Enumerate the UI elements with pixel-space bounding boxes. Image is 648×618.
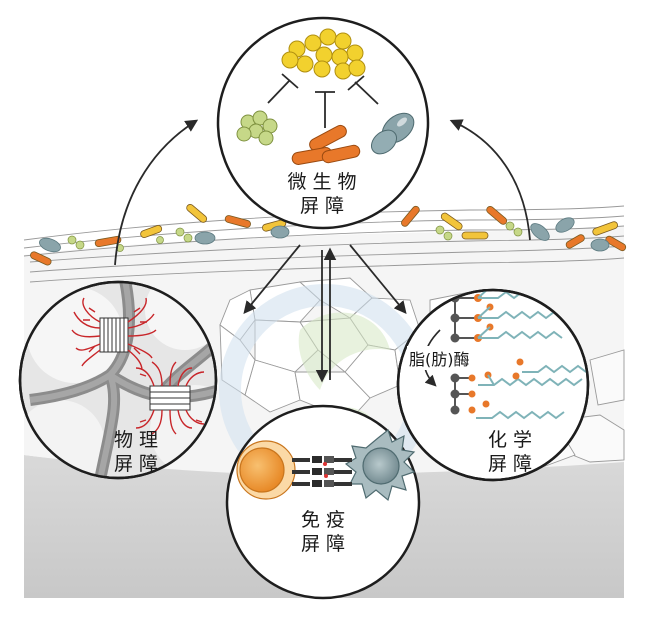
arrow-microbial-to-chemical <box>349 244 407 314</box>
arrow-microbial-to-physical <box>243 244 301 314</box>
physical-barrier-label-line1: 物理 <box>113 429 164 451</box>
microbial-barrier-label-line2: 屏障 <box>299 195 350 217</box>
fungus-cell <box>370 112 415 155</box>
receptor-complex <box>292 456 352 487</box>
microbial-barrier-label-line1: 微生物 <box>287 171 363 193</box>
chemical-barrier-circle <box>396 288 590 482</box>
orange-rods <box>291 124 361 165</box>
desmosome-lower <box>135 361 205 435</box>
microbial-barrier-circle <box>216 16 430 230</box>
microbial-barrier-label: 微生物 屏障 <box>277 170 373 218</box>
physical-barrier-label: 物理 屏障 <box>104 428 174 476</box>
glycerol-fatty-acids <box>450 358 587 420</box>
chemical-barrier-label: 化学 屏障 <box>478 428 548 476</box>
immune-barrier-label-line2: 屏障 <box>300 533 351 555</box>
t-cell <box>236 440 296 500</box>
chemical-barrier-label-line2: 屏障 <box>487 453 538 475</box>
physical-barrier-label-line2: 屏障 <box>113 453 164 475</box>
immune-barrier-label: 免疫 屏障 <box>291 508 361 556</box>
immune-barrier-label-line1: 免疫 <box>300 509 351 531</box>
immune-barrier-circle <box>225 404 421 600</box>
chemical-barrier-label-line1: 化学 <box>487 429 538 451</box>
desmosome-upper <box>71 297 157 371</box>
physical-barrier-circle <box>18 280 218 480</box>
arrow-chemical-to-microbial <box>449 119 531 241</box>
lipase-label: 脂(肪)酶 <box>407 346 472 370</box>
surface-microbes <box>30 204 627 266</box>
yellow-cocci-cluster <box>281 28 366 80</box>
green-cocci <box>236 110 278 146</box>
arrow-physical-to-microbial <box>114 119 199 266</box>
connector-arrows <box>114 119 531 383</box>
